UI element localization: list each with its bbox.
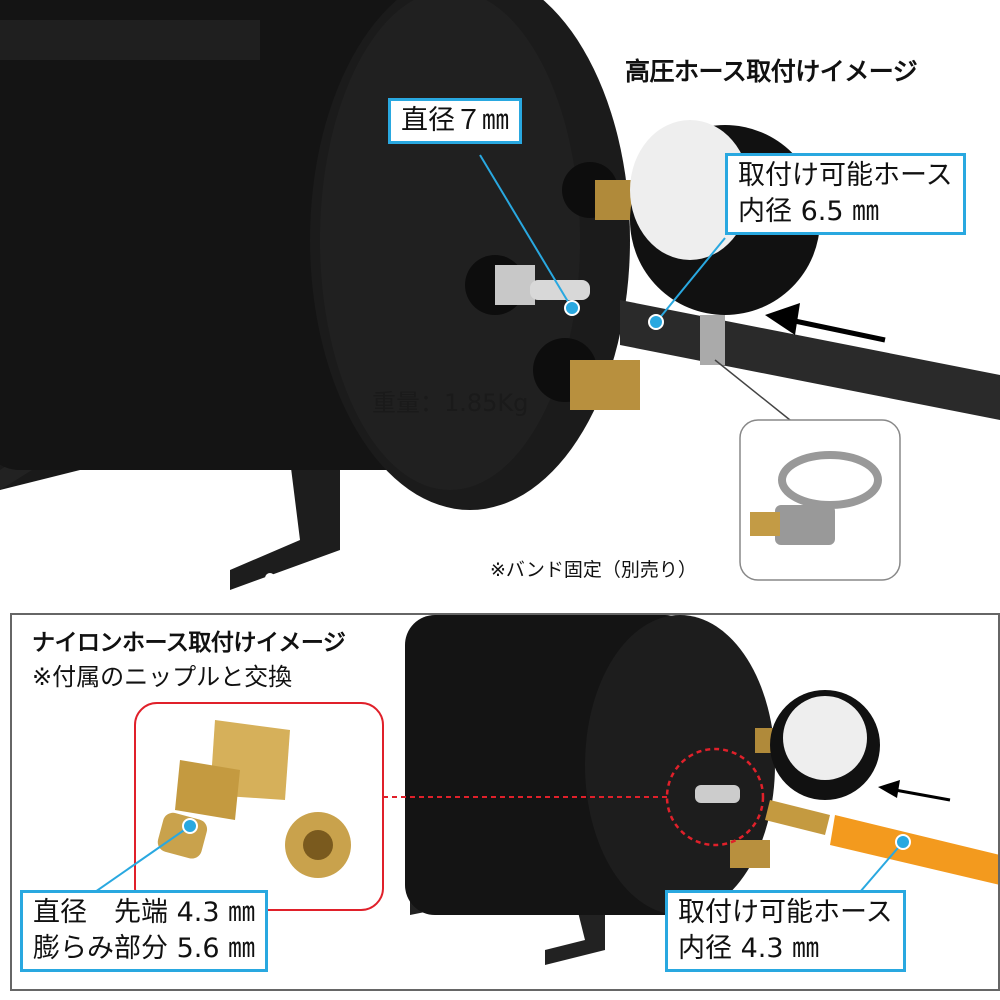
nipple-detail: [134, 702, 384, 911]
band-note: ※バンド固定（別売り）: [490, 559, 697, 581]
callout-line: 直径 先端 4.3 ㎜: [33, 897, 256, 928]
nylon-hose-panel: [10, 613, 1000, 991]
nylon-hose-callout: 取付け可能ホース 内径 4.3 ㎜: [665, 890, 906, 972]
callout-line: 内径 6.5 ㎜: [738, 196, 880, 227]
arrow-icon: [878, 780, 951, 802]
highlight-circle: [665, 747, 765, 847]
nipple-tip-callout: 直径 先端 4.3 ㎜ 膨らみ部分 5.6 ㎜: [20, 890, 269, 972]
air-tank-small: [405, 615, 880, 965]
band-inset: [739, 419, 901, 581]
bottom-subtitle: ※付属のニップルと交換: [32, 663, 293, 691]
callout-line: 内径 4.3 ㎜: [678, 933, 820, 964]
bottom-title: ナイロンホース取付けイメージ: [32, 630, 346, 656]
air-tank-large: [0, 0, 640, 590]
callout-line: 取付け可能ホース: [738, 160, 953, 191]
hose-inner-diameter-callout: 取付け可能ホース 内径 6.5 ㎜: [725, 153, 966, 235]
nipple-diameter-callout: 直径７㎜: [388, 98, 522, 144]
callout-line: 膨らみ部分 5.6 ㎜: [33, 933, 256, 964]
arrow-icon: [765, 303, 886, 343]
callout-text: 直径７㎜: [401, 105, 509, 136]
top-title: 高圧ホース取付けイメージ: [625, 57, 918, 86]
high-pressure-hose: [620, 300, 1000, 420]
hose-band: [700, 315, 725, 365]
nylon-hose: [830, 815, 1000, 885]
callout-line: 取付け可能ホース: [678, 897, 893, 928]
weight-label: 重量：1.85Kg: [372, 389, 529, 417]
